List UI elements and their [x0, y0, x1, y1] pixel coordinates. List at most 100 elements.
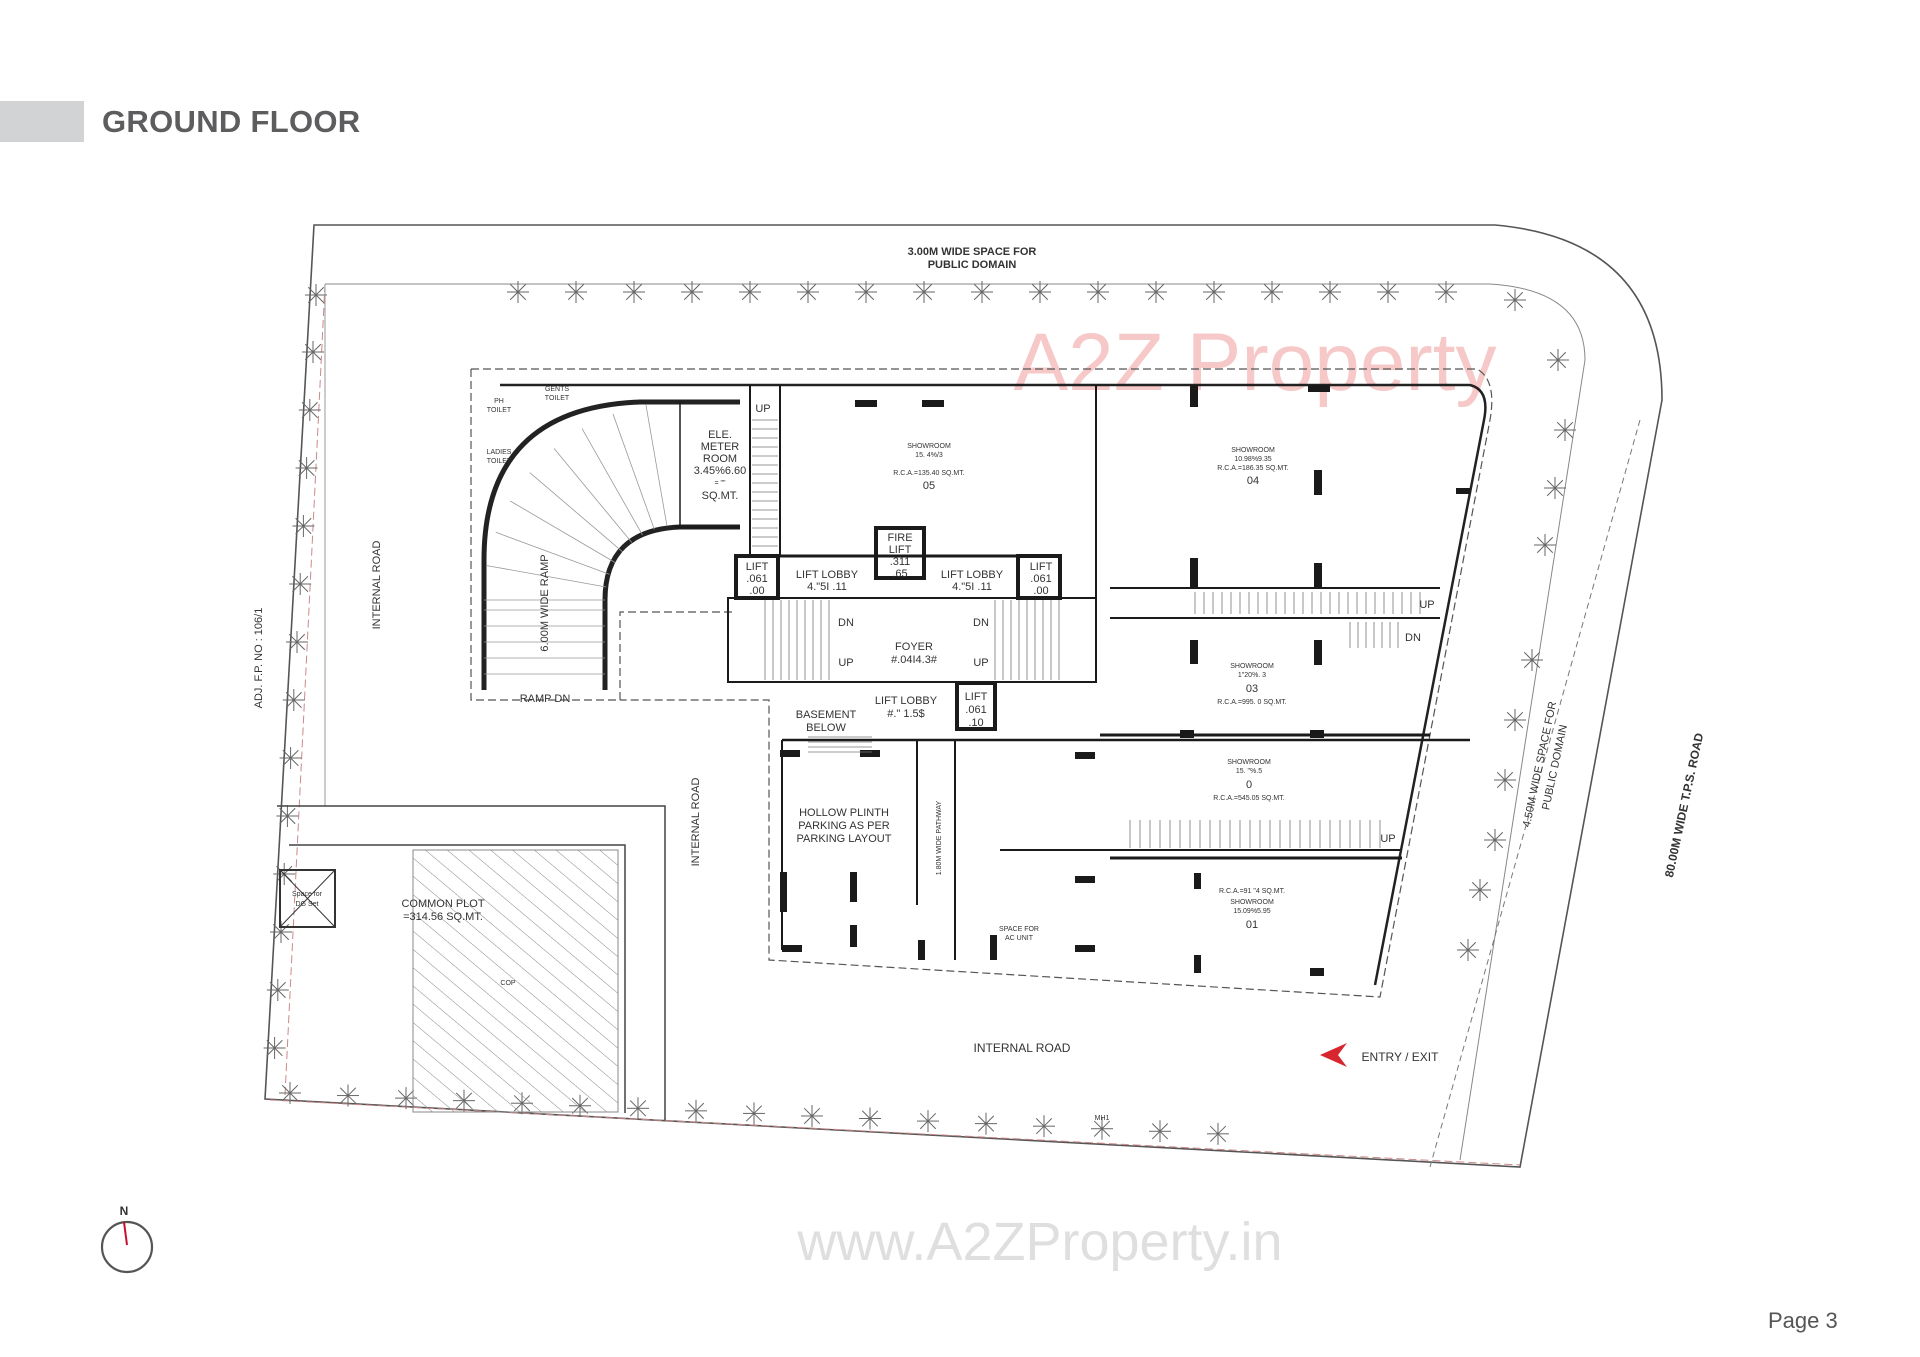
tree-icon	[1457, 939, 1479, 961]
gents-toilet-label: GENTS	[545, 386, 569, 393]
tree-icon	[971, 281, 993, 303]
ramp-tread	[581, 428, 643, 536]
tree-icon	[1029, 281, 1051, 303]
lift-bottom-label: LIFT	[965, 691, 988, 703]
room-labels: PH TOILET GENTS TOILET LADIES TOILET ELE…	[292, 386, 1435, 987]
tree-icon	[855, 281, 877, 303]
tree-icon	[1534, 534, 1556, 556]
watermark-logo: A2Z Property	[1013, 317, 1496, 408]
lift-right-label: .061	[1030, 573, 1051, 585]
ramp-tread	[510, 500, 616, 563]
tree-icon	[270, 921, 292, 943]
tree-icon	[1203, 281, 1225, 303]
meter-room-label: = ""	[714, 480, 726, 487]
tree-icon	[1554, 419, 1576, 441]
ramp-label: 6.00M WIDE RAMP	[539, 554, 551, 651]
tree-icon	[289, 573, 312, 595]
ramp-tread	[486, 565, 607, 588]
showroom-04-label: 10.98%9.35	[1234, 456, 1271, 463]
showroom-01-label: R.C.A.=91 "4 SQ.MT.	[1219, 888, 1285, 895]
tree-icon	[1319, 281, 1341, 303]
tree-row	[263, 281, 1576, 1145]
manhole-label: MH1	[1095, 1115, 1110, 1122]
internal-road-mid-label: INTERNAL ROAD	[690, 778, 702, 867]
tree-icon	[1494, 769, 1516, 791]
showroom-02-label: R.C.A.=545.05 SQ.MT.	[1213, 795, 1284, 802]
meter-room-label: SQ.MT.	[702, 490, 739, 502]
top-setback-label: PUBLIC DOMAIN	[928, 259, 1017, 271]
dg-set-label: Space for	[292, 891, 323, 898]
basement-label: BELOW	[806, 722, 846, 734]
showroom-01-label: 15.09%5.95	[1233, 908, 1270, 915]
lift-lobby-left-label: LIFT LOBBY	[796, 569, 859, 581]
ramp-dn-label: RAMP DN	[520, 693, 571, 705]
common-plot-boundary	[277, 805, 666, 1120]
showroom-02-number: 0	[1246, 779, 1252, 791]
ramp-tread	[495, 531, 610, 575]
building-outline	[471, 368, 1493, 998]
internal-road-left-label: INTERNAL ROAD	[371, 541, 383, 630]
showroom-03-label: 1"20%. 3	[1238, 672, 1266, 679]
plot-boundary	[264, 224, 1663, 1168]
showroom-03-label: SHOWROOM	[1230, 663, 1274, 670]
showroom-04-number: 04	[1247, 475, 1259, 487]
entry-exit-arrow-icon	[1320, 1043, 1347, 1067]
page-number: Page 3	[1768, 1308, 1838, 1333]
header-accent-bar	[0, 101, 84, 142]
tree-icon	[801, 1104, 823, 1127]
tree-icon	[1504, 289, 1526, 311]
ramp-treads	[484, 402, 681, 675]
lift-lobby-bottom-label: LIFT LOBBY	[875, 695, 938, 707]
structural-columns	[780, 385, 1470, 976]
tree-icon	[627, 1097, 649, 1120]
tree-icon	[565, 281, 587, 303]
dg-set-label: DG Set	[296, 901, 319, 908]
tree-icon	[743, 1102, 765, 1125]
ramp-tread	[645, 404, 668, 527]
showroom-05-label: SHOWROOM	[907, 443, 951, 450]
internal-road-bottom-label: INTERNAL ROAD	[974, 1041, 1071, 1055]
stair-left-up-label: UP	[838, 657, 853, 669]
pathway-label: 1.80M WIDE PATHWAY	[936, 800, 943, 875]
tree-icon	[1087, 281, 1109, 303]
tree-icon	[739, 281, 761, 303]
showroom-04-label: SHOWROOM	[1231, 447, 1275, 454]
tree-icon	[295, 457, 318, 479]
tree-icon	[681, 281, 703, 303]
tree-icon	[1377, 281, 1399, 303]
meter-room-label: 3.45%6.60	[694, 465, 747, 477]
tree-icon	[623, 281, 645, 303]
north-label: N	[120, 1204, 129, 1218]
common-plot-label: COMMON PLOT	[401, 898, 484, 910]
fire-lift-label: .65	[892, 568, 907, 580]
hollow-plinth-label: PARKING AS PER	[798, 820, 890, 832]
ramp-curve-inner	[602, 524, 740, 690]
stair-03-up-label: UP	[1419, 599, 1434, 611]
tree-icon	[917, 1110, 939, 1133]
core-walls	[675, 385, 1470, 960]
ramp-tread	[553, 448, 633, 543]
adjacent-plot-label: ADJ. F.P. NO : 106/1	[253, 608, 265, 709]
lift-lobby-right-label: 4."5I .11	[952, 581, 992, 593]
ph-toilet-label: PH	[494, 398, 504, 405]
tree-icon	[1484, 829, 1506, 851]
lift-lobby-left-label: 4."5I .11	[807, 581, 847, 593]
setback-line	[325, 283, 1586, 1161]
tree-icon	[1504, 709, 1526, 731]
tree-icon	[1521, 649, 1543, 671]
tree-icon	[1091, 1117, 1113, 1140]
ramp-outline	[470, 369, 735, 701]
fire-lift-label: .311	[890, 556, 911, 568]
tree-icon	[1033, 1115, 1055, 1138]
lift-bottom-label: .10	[968, 717, 983, 729]
top-setback-label: 3.00M WIDE SPACE FOR	[908, 246, 1037, 258]
tree-icon	[859, 1107, 881, 1130]
main-road-label: 80.00M WIDE T.P.S. ROAD	[1662, 731, 1706, 878]
tree-icon	[1435, 281, 1457, 303]
foyer-label: #.04I4.3#	[891, 654, 938, 666]
lift-lobby-right-label: LIFT LOBBY	[941, 569, 1004, 581]
showroom-04-label: R.C.A.=186.35 SQ.MT.	[1217, 465, 1288, 472]
stair-up-label: UP	[755, 403, 770, 415]
tree-icon	[1544, 477, 1566, 499]
